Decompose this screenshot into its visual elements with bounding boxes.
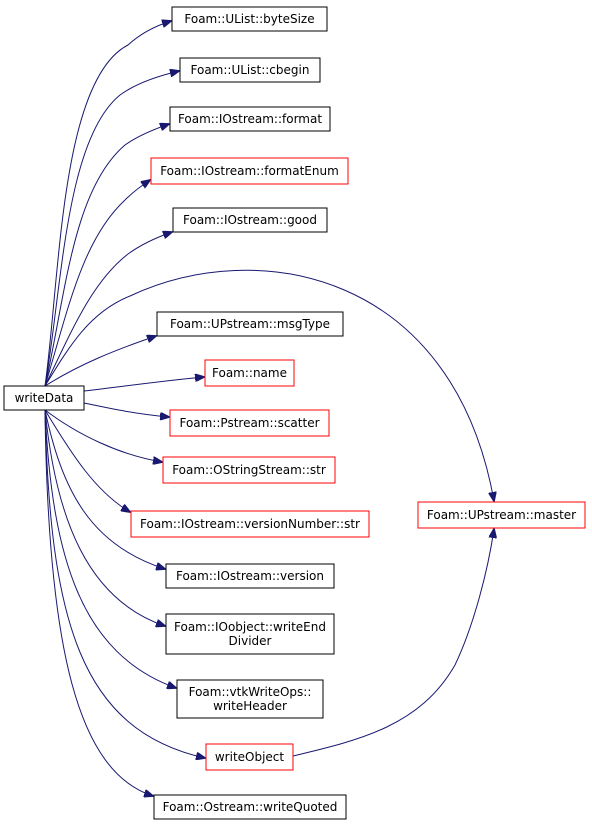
node-versionNumberStr[interactable]: Foam::IOstream::versionNumber::str (130, 510, 370, 538)
edge-writeData-to-scatter (83, 402, 169, 417)
node-scatter[interactable]: Foam::Pstream::scatter (169, 409, 330, 437)
node-box-byteSize (171, 6, 328, 32)
node-label-master: Foam::UPstream::master (427, 508, 576, 522)
node-label-scatter: Foam::Pstream::scatter (179, 416, 319, 430)
node-box-msgType (156, 311, 344, 337)
node-name[interactable]: Foam::name (204, 359, 295, 387)
edge-writeData-to-writeHeader (44, 409, 176, 688)
node-box-writeQuoted (153, 794, 347, 820)
node-box-writeHeader (176, 679, 324, 719)
node-label-writeData: writeData (15, 391, 74, 405)
node-box-format (169, 106, 331, 132)
edge-writeData-to-writeEndDivider (44, 409, 165, 626)
node-label-formatEnum: Foam::IOstream::formatEnum (160, 164, 339, 178)
node-label-writeEndDivider-line-1: Foam::IOobject::writeEnd (174, 620, 326, 634)
node-version[interactable]: Foam::IOstream::version (165, 563, 335, 589)
edge-writeData-to-good (44, 232, 172, 387)
node-box-versionNumberStr (130, 510, 370, 538)
node-box-master (417, 501, 586, 529)
edge-writeData-to-writeQuoted (44, 409, 153, 796)
node-writeObject[interactable]: writeObject (205, 743, 294, 771)
edge-writeData-to-format (44, 124, 169, 387)
node-formatEnum[interactable]: Foam::IOstream::formatEnum (150, 157, 349, 185)
edge-writeData-to-byteSize (44, 21, 171, 387)
edge-writeData-to-str (44, 409, 162, 462)
node-label-writeObject: writeObject (215, 750, 285, 764)
edge-writeData-to-formatEnum (44, 180, 150, 387)
node-box-formatEnum (150, 157, 349, 185)
node-msgType[interactable]: Foam::UPstream::msgType (156, 311, 344, 337)
edge-writeData-to-name (83, 377, 204, 392)
node-cbegin[interactable]: Foam::UList::cbegin (179, 57, 321, 83)
node-label-cbegin: Foam::UList::cbegin (191, 63, 310, 77)
node-format[interactable]: Foam::IOstream::format (169, 106, 331, 132)
node-box-str (162, 456, 336, 484)
node-box-scatter (169, 409, 330, 437)
node-box-writeObject (205, 743, 294, 771)
node-label-byteSize: Foam::UList::byteSize (184, 12, 314, 26)
node-writeHeader[interactable]: Foam::vtkWriteOps::writeHeader (176, 679, 324, 719)
nodes-layer: writeData Foam::UList::byteSizeFoam::ULis… (3, 6, 586, 820)
node-label-msgType: Foam::UPstream::msgType (170, 317, 330, 331)
node-label-str: Foam::OStringStream::str (172, 463, 326, 477)
node-byteSize[interactable]: Foam::UList::byteSize (171, 6, 328, 32)
edge-writeData-to-version (44, 409, 165, 569)
node-label-name: Foam::name (212, 366, 287, 380)
edge-writeData-to-msgType (44, 336, 156, 387)
node-label-versionNumberStr: Foam::IOstream::versionNumber::str (140, 517, 360, 531)
node-box-good (172, 207, 328, 233)
node-label-version: Foam::IOstream::version (176, 569, 324, 583)
node-box-cbegin (179, 57, 321, 83)
node-box-writeData (3, 385, 85, 411)
node-label-good: Foam::IOstream::good (183, 213, 317, 227)
edge-writeData-to-master (44, 269, 494, 501)
edge-writeData-to-cbegin (44, 71, 179, 387)
node-master[interactable]: Foam::UPstream::master (417, 501, 586, 529)
node-str[interactable]: Foam::OStringStream::str (162, 456, 336, 484)
edge-writeData-to-versionNumberStr (44, 409, 130, 512)
node-label-writeEndDivider-line-2: Divider (229, 634, 272, 648)
node-writeQuoted[interactable]: Foam::Ostream::writeQuoted (153, 794, 347, 820)
node-box-writeEndDivider (165, 613, 335, 655)
node-writeData[interactable]: writeData (3, 385, 85, 411)
edge-writeObject-to-master (292, 529, 494, 757)
edges-layer (44, 21, 494, 796)
node-good[interactable]: Foam::IOstream::good (172, 207, 328, 233)
node-box-name (204, 359, 295, 387)
node-label-writeHeader-line-1: Foam::vtkWriteOps:: (189, 685, 312, 699)
edge-writeData-to-writeObject (44, 409, 205, 758)
node-label-format: Foam::IOstream::format (178, 112, 322, 126)
node-label-writeQuoted: Foam::Ostream::writeQuoted (163, 800, 338, 814)
node-label-writeHeader-line-2: writeHeader (213, 699, 287, 713)
node-box-version (165, 563, 335, 589)
